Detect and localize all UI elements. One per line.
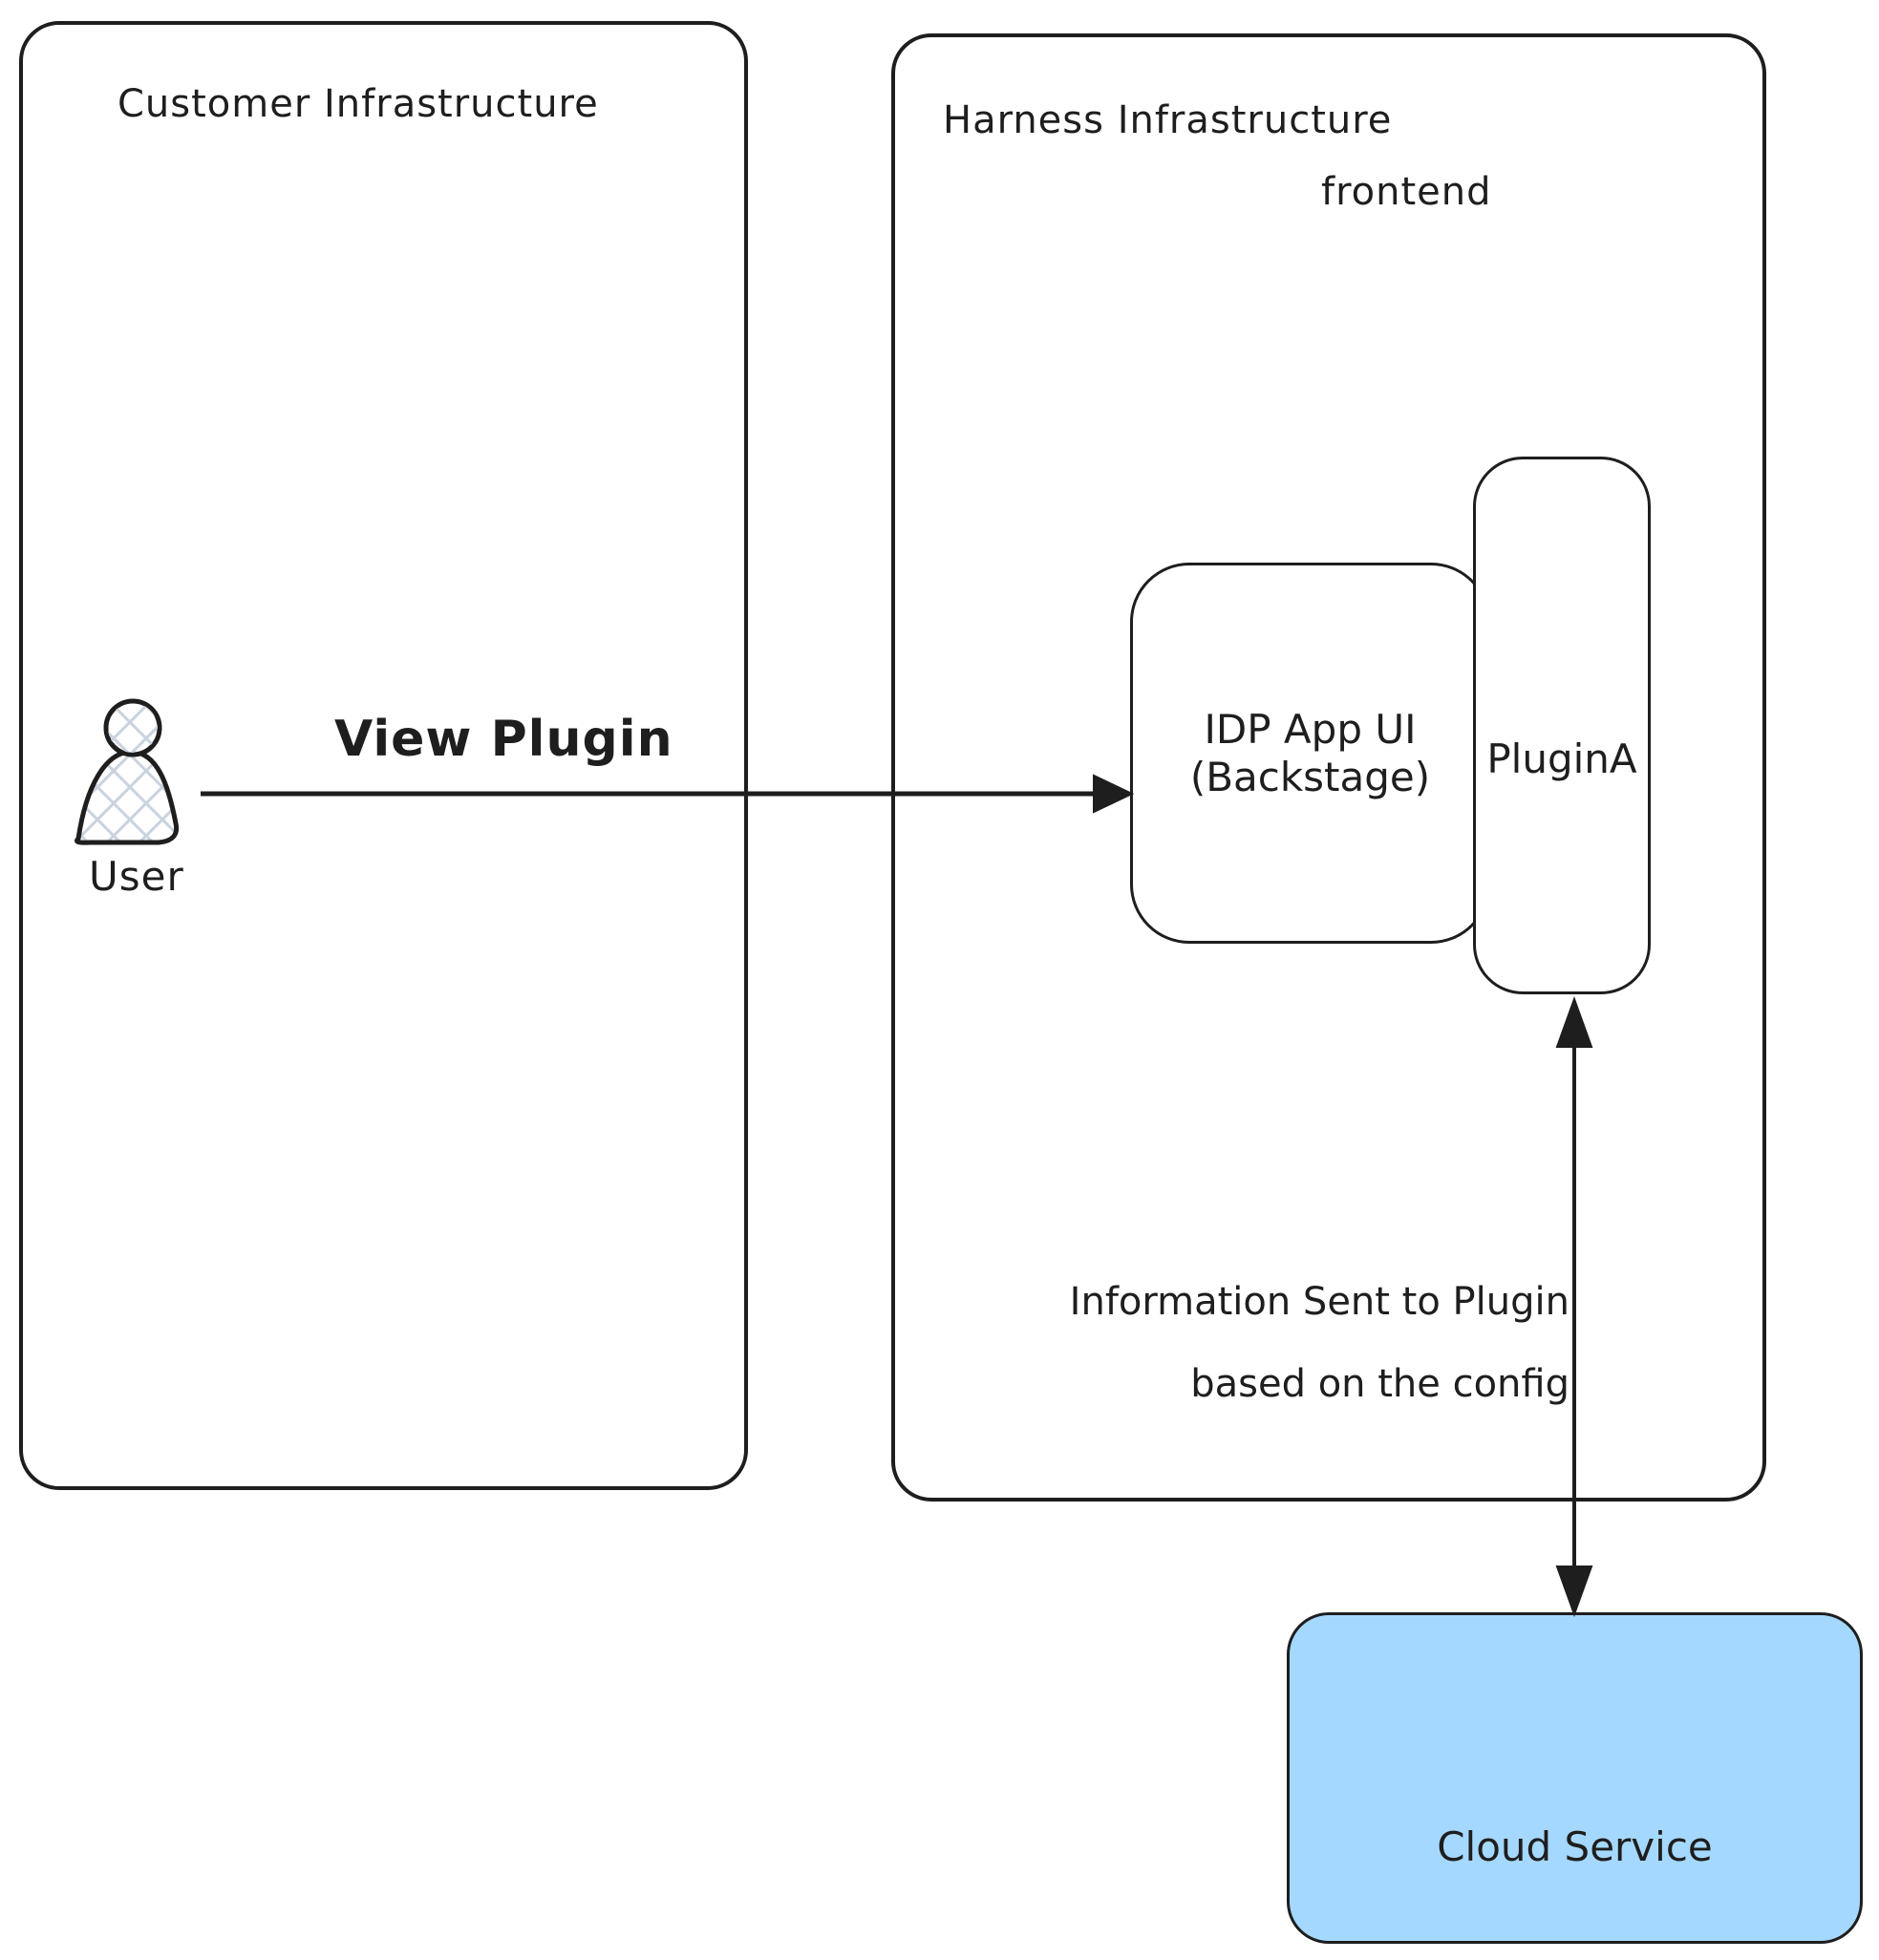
cloud-service-node: Cloud Service (1287, 1612, 1863, 1944)
idp-app-ui-label: IDP App UI (Backstage) (1189, 705, 1431, 800)
plugin-a-label: PluginA (1486, 735, 1637, 782)
cloud-service-label: Cloud Service (1437, 1823, 1713, 1870)
info-arrow-label: Information Sent to Plugin based on the … (1069, 1280, 1569, 1406)
idp-app-ui-node: IDP App UI (Backstage) (1130, 563, 1490, 944)
plugin-a-node: PluginA (1473, 457, 1651, 994)
view-plugin-arrow-label: View Plugin (334, 711, 673, 768)
user-label: User (89, 853, 184, 900)
harness-infrastructure-title: Harness Infrastructure (943, 98, 1393, 142)
frontend-label: frontend (1321, 170, 1492, 214)
harness-infrastructure-box (891, 33, 1766, 1502)
customer-infrastructure-title: Customer Infrastructure (117, 82, 599, 126)
customer-infrastructure-box (19, 21, 748, 1490)
